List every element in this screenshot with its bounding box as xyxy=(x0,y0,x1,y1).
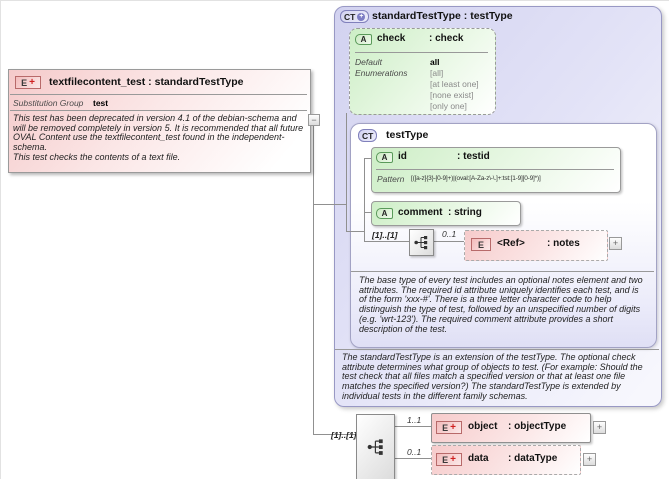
element-badge-letter: E xyxy=(442,454,449,465)
element-badge-letter: E xyxy=(442,422,449,433)
data-occurrence: 0..1 xyxy=(407,447,422,457)
connector-line xyxy=(393,458,432,459)
enumerations-label: Enumerations xyxy=(355,68,408,78)
element-box-notes[interactable]: E <Ref> : notes xyxy=(464,230,608,261)
enum-value: [only one] xyxy=(430,101,467,111)
ct-badge-letters: CT xyxy=(344,11,356,22)
element-badge-letter: E xyxy=(477,239,484,250)
test-type-description: The base type of every test includes an … xyxy=(359,275,643,334)
enum-value: [all] xyxy=(430,68,444,78)
object-element-name: object xyxy=(468,421,498,432)
sequence-icon xyxy=(414,236,428,250)
object-element-type: : objectType xyxy=(508,421,567,432)
element-box-data[interactable]: E + data : dataType xyxy=(431,445,581,475)
a-badge-letter: A xyxy=(360,35,367,44)
collapse-toggle[interactable]: − xyxy=(308,114,320,126)
expand-toggle[interactable]: + xyxy=(609,237,622,250)
content-model-cardinality: [1]..[1] xyxy=(331,430,357,440)
data-element-type: : dataType xyxy=(508,453,558,464)
connector-line xyxy=(313,204,346,205)
plus-icon: + xyxy=(450,421,456,433)
element-box-textfilecontent-test[interactable]: E + textfilecontent_test : standardTestT… xyxy=(8,69,311,173)
default-value: all xyxy=(430,57,440,67)
connector-line xyxy=(393,426,432,427)
connector-line xyxy=(364,158,372,159)
complex-type-icon: CT + xyxy=(340,10,370,23)
default-label: Default xyxy=(355,57,382,67)
element-icon: E + xyxy=(15,76,41,89)
a-badge-letter: A xyxy=(381,153,388,162)
connector-line xyxy=(313,434,357,435)
complex-type-icon: CT xyxy=(358,129,378,142)
standard-test-type-description: The standardTestType is an extension of … xyxy=(342,352,643,401)
substitution-group-label: Substitution Group xyxy=(13,98,84,108)
sequence-compositor[interactable] xyxy=(409,229,434,256)
sequence-icon xyxy=(367,439,383,455)
divider xyxy=(376,169,614,170)
plus-icon: + xyxy=(29,76,35,88)
attribute-icon: A xyxy=(355,34,372,45)
divider xyxy=(355,52,488,53)
attribute-icon: A xyxy=(376,208,393,219)
enum-value: [at least one] xyxy=(430,79,479,89)
attribute-box-id[interactable]: A id : testid Pattern [([a-z]{3}-[0-9]+)… xyxy=(371,147,621,193)
notes-element-name: <Ref> xyxy=(497,238,525,249)
element-icon: E + xyxy=(436,453,462,466)
attribute-box-comment[interactable]: A comment : string xyxy=(371,201,521,226)
comment-attribute-name: comment xyxy=(398,207,443,218)
connector-line xyxy=(364,158,365,242)
enum-value: [none exist] xyxy=(430,90,474,100)
element-badge-letter: E xyxy=(21,77,28,88)
a-badge-letter: A xyxy=(381,209,388,218)
divider xyxy=(10,110,307,111)
plus-icon: + xyxy=(450,453,456,465)
connector-line xyxy=(346,113,347,232)
attribute-icon: A xyxy=(376,152,393,163)
notes-occurrence: 0..1 xyxy=(442,229,457,239)
connector-line xyxy=(432,241,465,242)
check-attribute-type: : check xyxy=(429,33,464,44)
divider xyxy=(335,349,659,350)
ct-badge-letters: CT xyxy=(362,130,374,141)
id-attribute-name: id xyxy=(398,151,407,162)
element-description-2: This test checks the contents of a text … xyxy=(13,152,181,162)
comment-attribute-type: : string xyxy=(448,207,482,218)
connector-line xyxy=(346,231,364,232)
connector-line xyxy=(364,212,372,213)
divider xyxy=(10,94,307,95)
divider xyxy=(351,271,654,272)
expand-toggle[interactable]: + xyxy=(583,453,596,466)
pattern-value: [([a-z]{3}-[0-9]+)|(oval:[A-Za-z\-\.]+:t… xyxy=(411,175,541,182)
element-box-object[interactable]: E + object : objectType xyxy=(431,413,591,443)
data-element-name: data xyxy=(468,453,489,464)
element-icon: E xyxy=(471,238,491,251)
check-attribute-name: check xyxy=(377,33,406,44)
element-title: textfilecontent_test : standardTestType xyxy=(49,76,244,88)
pattern-label: Pattern xyxy=(377,174,405,184)
id-attribute-type: : testid xyxy=(457,151,490,162)
substitution-group-value[interactable]: test xyxy=(93,98,109,108)
connector-line xyxy=(313,126,314,435)
connector-line xyxy=(364,241,410,242)
element-icon: E + xyxy=(436,421,462,434)
sequence-cardinality: [1]..[1] xyxy=(372,230,398,240)
standard-test-type-title: standardTestType : testType xyxy=(372,10,513,22)
plus-icon: + xyxy=(357,12,366,21)
element-description: This test has been deprecated in version… xyxy=(13,113,304,153)
attribute-box-check[interactable]: A check : check Default all Enumerations… xyxy=(349,28,496,115)
notes-element-type: : notes xyxy=(547,238,580,249)
sequence-compositor[interactable] xyxy=(356,414,395,479)
object-occurrence: 1..1 xyxy=(407,415,422,425)
expand-toggle[interactable]: + xyxy=(593,421,606,434)
test-type-title: testType xyxy=(386,129,429,141)
